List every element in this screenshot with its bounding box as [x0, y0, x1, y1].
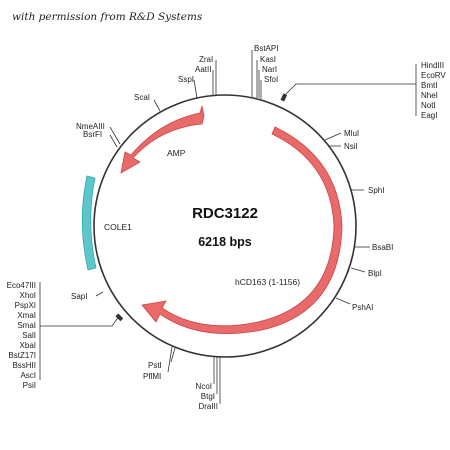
sspi-label: SspI [178, 75, 194, 84]
zrai-label: ZraI [199, 55, 213, 64]
sphi-label: SphI [368, 186, 384, 195]
mcs-left-site-11: PsiI [23, 381, 36, 390]
mcs-left-site-8: BstZ17I [8, 351, 36, 360]
blpi-site-tick [350, 267, 366, 273]
sapi-label: SapI [71, 292, 87, 301]
bsrfi-label: BsrFI [83, 130, 102, 139]
plasmid-name: RDC3122 [192, 205, 258, 222]
mcs-left-leader [40, 315, 120, 327]
ncoi-label: NcoI [196, 382, 212, 391]
plasmid-backbone [93, 94, 357, 358]
psti-site-tick [170, 347, 176, 363]
plasmid-size: 6218 bps [198, 235, 252, 249]
blpi-label: BlpI [368, 269, 382, 278]
kasi-label: KasI [260, 55, 276, 64]
mcs-left-site-1: Eco47III [7, 281, 36, 290]
mlui-site-tick [324, 132, 342, 141]
bsrfi-site-tick [109, 134, 118, 148]
sapi-site-tick [95, 291, 104, 297]
psti-label: PstI [148, 361, 162, 370]
cole1-feature-bar[interactable] [81, 175, 97, 271]
hcd163-label: hCD163 (1-1156) [235, 277, 300, 287]
cole1-label: COLE1 [104, 222, 132, 232]
nari-label: NarI [262, 65, 277, 74]
mcs-right-site-2: EcoRV [421, 71, 446, 80]
hcd163-feature-arrow[interactable] [141, 126, 343, 334]
sspi-site-tick [193, 79, 198, 99]
mcs-left-site-4: XmaI [17, 311, 36, 320]
draiii-label: DraIII [198, 402, 218, 411]
mcs-left-site-10: AscI [20, 371, 36, 380]
mcs-left-site-7: XbaI [20, 341, 36, 350]
mcs-left-site-5: SmaI [17, 321, 36, 330]
btgi-label: BtgI [201, 392, 215, 401]
mcs-left-site-6: SalI [22, 331, 36, 340]
mcs-right-site-1: HindIII [421, 61, 444, 70]
bsabi-label: BsaBI [372, 243, 393, 252]
mcs-right-leader [284, 83, 416, 96]
sfoi-label: SfoI [264, 75, 278, 84]
mcs-left-site-9: BssHII [12, 361, 36, 370]
mcs-right-site-3: BmtI [421, 81, 437, 90]
mcs-right-site-6: EagI [421, 111, 437, 120]
mcs-left-site-2: XhoI [20, 291, 36, 300]
pflmi-site-tick [167, 346, 173, 373]
mcs-left-site-3: PspXI [15, 301, 36, 310]
mcs-right-site-5: NotI [421, 101, 436, 110]
scai-label: ScaI [134, 93, 150, 102]
bstapi-label: BstAPI [254, 44, 278, 53]
nmeaiii-label: NmeAIII [76, 122, 105, 131]
amp-feature-arrow[interactable] [120, 105, 205, 174]
pshai-label: PshAI [352, 303, 373, 312]
nmeaiii-site-tick [109, 126, 121, 145]
scai-site-tick [153, 99, 161, 112]
pshai-site-tick [335, 297, 351, 305]
credit-text: with permission from R&D Systems [12, 11, 203, 23]
mlui-label: MluI [344, 129, 359, 138]
mcs-left-marker [115, 313, 124, 322]
pflmi-label: PflMI [143, 372, 161, 381]
mcs-right-marker [280, 93, 288, 102]
nsii-label: NsiI [344, 142, 358, 151]
mcs-right-site-4: NheI [421, 91, 438, 100]
amp-label: AMP [167, 148, 186, 158]
aatii-label: AatII [195, 65, 211, 74]
